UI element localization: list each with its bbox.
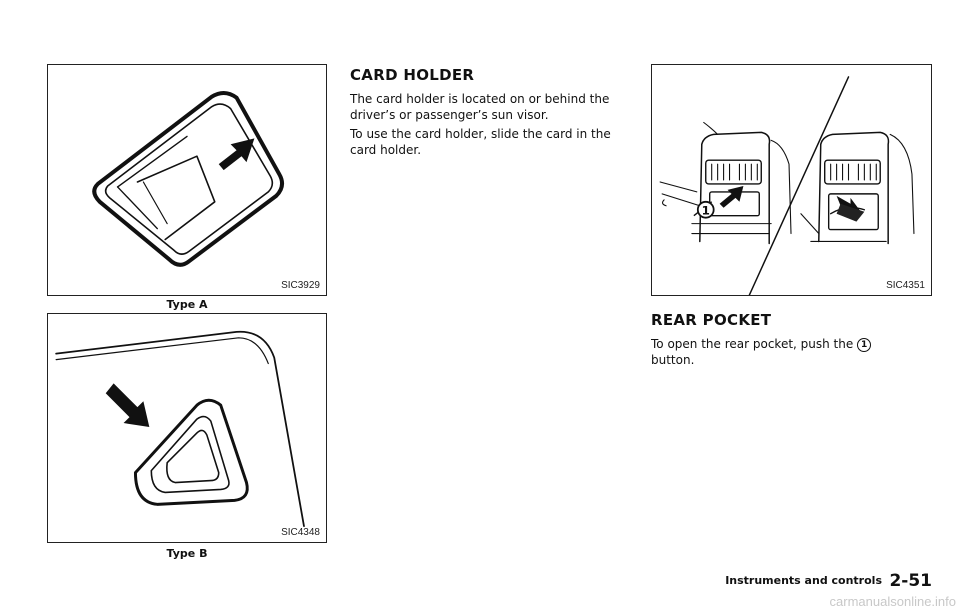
rear-pocket-text-after: button. — [651, 353, 695, 367]
rear-pocket-callout-label: 1 — [702, 204, 710, 218]
card-holder-type-b-illustration — [55, 330, 305, 528]
rear-pocket-callout-1: 1 — [857, 338, 872, 352]
watermark: carmanualsonline.info — [829, 594, 956, 609]
card-holder-type-a-illustration — [92, 91, 285, 267]
card-holder-paragraph-2: To use the card holder, slide the card i… — [350, 127, 611, 157]
footer-page-number: 2-51 — [889, 571, 932, 591]
figure-type-a: SIC3929 — [47, 64, 327, 296]
figure-code-sic4348: SIC4348 — [281, 527, 320, 538]
figure-code-sic4351: SIC4351 — [886, 280, 925, 291]
figure-rear-pocket: 1 SIC4351 — [651, 64, 932, 296]
rear-pocket-heading: REAR POCKET — [651, 311, 772, 329]
rear-pocket-paragraph: To open the rear pocket, push the 1 butt… — [651, 336, 933, 368]
figure-type-b: SIC4348 — [47, 313, 327, 543]
card-holder-paragraph-1: The card holder is located on or behind … — [350, 92, 610, 122]
figure-caption-type-a: Type A — [166, 298, 208, 311]
footer-section-title: Instruments and controls — [725, 574, 882, 587]
rear-pocket-illustration: 1 — [659, 76, 915, 295]
rear-pocket-text-before: To open the rear pocket, push the — [651, 337, 854, 351]
card-holder-heading: CARD HOLDER — [350, 66, 475, 84]
figure-caption-type-b: Type B — [166, 547, 208, 560]
figure-code-sic3929: SIC3929 — [281, 280, 320, 291]
